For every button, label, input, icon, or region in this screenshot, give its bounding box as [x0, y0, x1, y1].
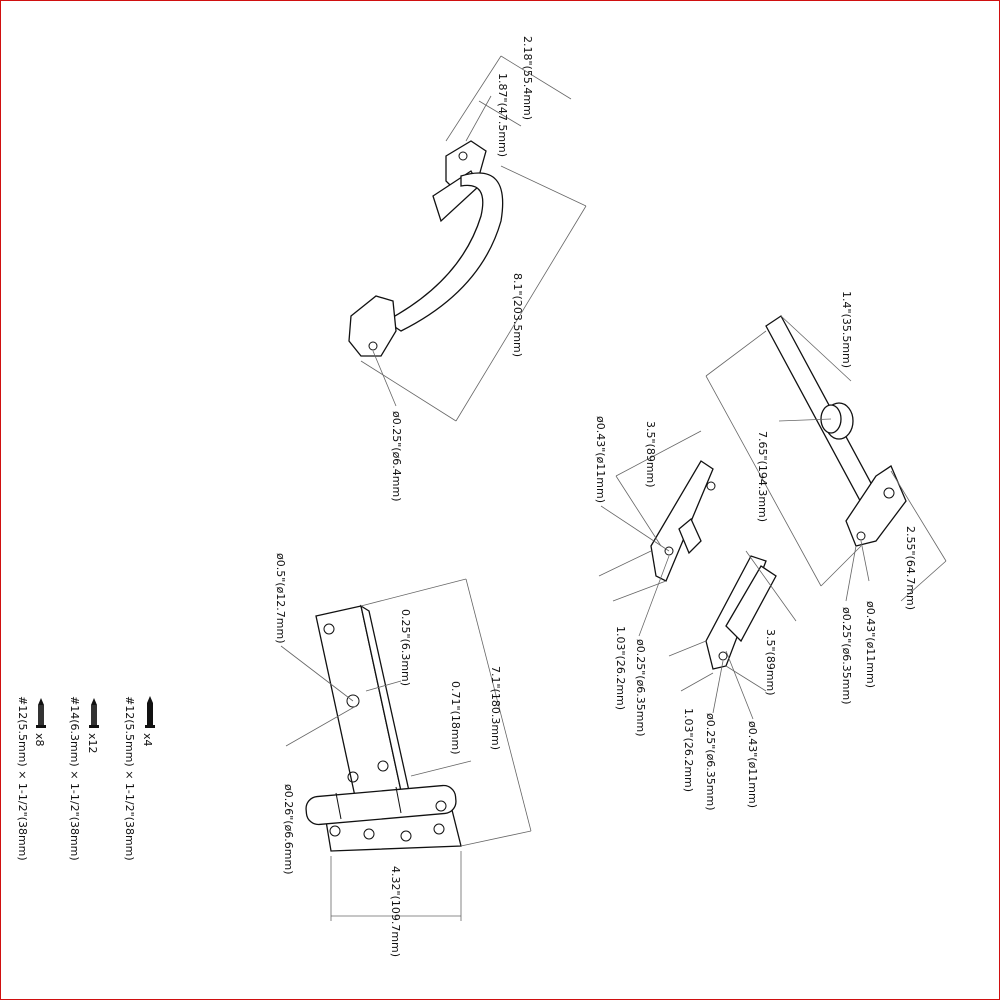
- screw-icon: [89, 698, 99, 728]
- screw-spec: #12(5.5mm) × 1-1/2"(38mm): [16, 696, 29, 861]
- handle-length-label: 8.1"(203.5mm): [511, 273, 524, 357]
- hinge-pin-label: 0.71"(18mm): [449, 681, 462, 755]
- screw-icon: [36, 698, 46, 728]
- bolt-knob-label: 1.4"(35.5mm): [840, 291, 853, 368]
- bolt-large-hole-label: ø0.43"(ø11mm): [864, 601, 877, 688]
- screw-qty: x4: [141, 733, 154, 747]
- keeper-b-length-label: 3.5"(89mm): [764, 629, 777, 696]
- hinge-length-label: 7.1"(180.3mm): [489, 666, 502, 750]
- hinge-small-hole-label: ø0.26"(ø6.6mm): [282, 784, 295, 875]
- bolt-length-label: 7.65"(194.3mm): [756, 431, 769, 522]
- keeper-a-width-label: 1.03"(26.2mm): [614, 626, 627, 710]
- handle-hole-label: ø0.25"(ø6.4mm): [390, 411, 403, 502]
- keeper-a-length-label: 3.5"(89mm): [644, 421, 657, 488]
- slide-bolt-drawing: [705, 315, 947, 602]
- screw-spec: #14(6.3mm) × 1-1/2"(38mm): [68, 696, 81, 861]
- handle-base-width-label: 1.87"(47.5mm): [496, 73, 509, 157]
- keeper-a-large-hole-label: ø0.43"(ø11mm): [594, 416, 607, 503]
- keeper-b-drawing: [668, 550, 797, 720]
- handle-overall-width-label: 2.18"(55.4mm): [521, 36, 534, 120]
- hinge-width-label: 4.32"(109.7mm): [389, 866, 402, 957]
- screw-qty: x12: [86, 733, 99, 754]
- bolt-plate-label: 2.55"(64.7mm): [904, 526, 917, 610]
- keeper-b-width-label: 1.03"(26.2mm): [682, 708, 695, 792]
- keeper-a-drawing: [598, 430, 716, 637]
- hinge-large-hole-label: ø0.5"(ø12.7mm): [274, 553, 287, 644]
- door-handle-drawing: [348, 55, 587, 422]
- screw-qty: x8: [33, 733, 46, 747]
- bolt-small-hole-label: ø0.25"(ø6.35mm): [840, 607, 853, 705]
- hinge-thickness-label: 0.25"(6.3mm): [399, 609, 412, 686]
- keeper-a-small-hole-label: ø0.25"(ø6.35mm): [634, 639, 647, 737]
- keeper-b-small-hole-label: ø0.25"(ø6.35mm): [704, 713, 717, 811]
- strap-hinge-drawing: [280, 578, 532, 921]
- keeper-b-large-hole-label: ø0.43"(ø11mm): [746, 721, 759, 808]
- screw-spec: #12(5.5mm) × 1-1/2"(38mm): [123, 696, 136, 861]
- screw-icon: [145, 696, 155, 728]
- screw-list: x4 #12(5.5mm) × 1-1/2"(38mm) x12 #14(6.3…: [16, 696, 155, 861]
